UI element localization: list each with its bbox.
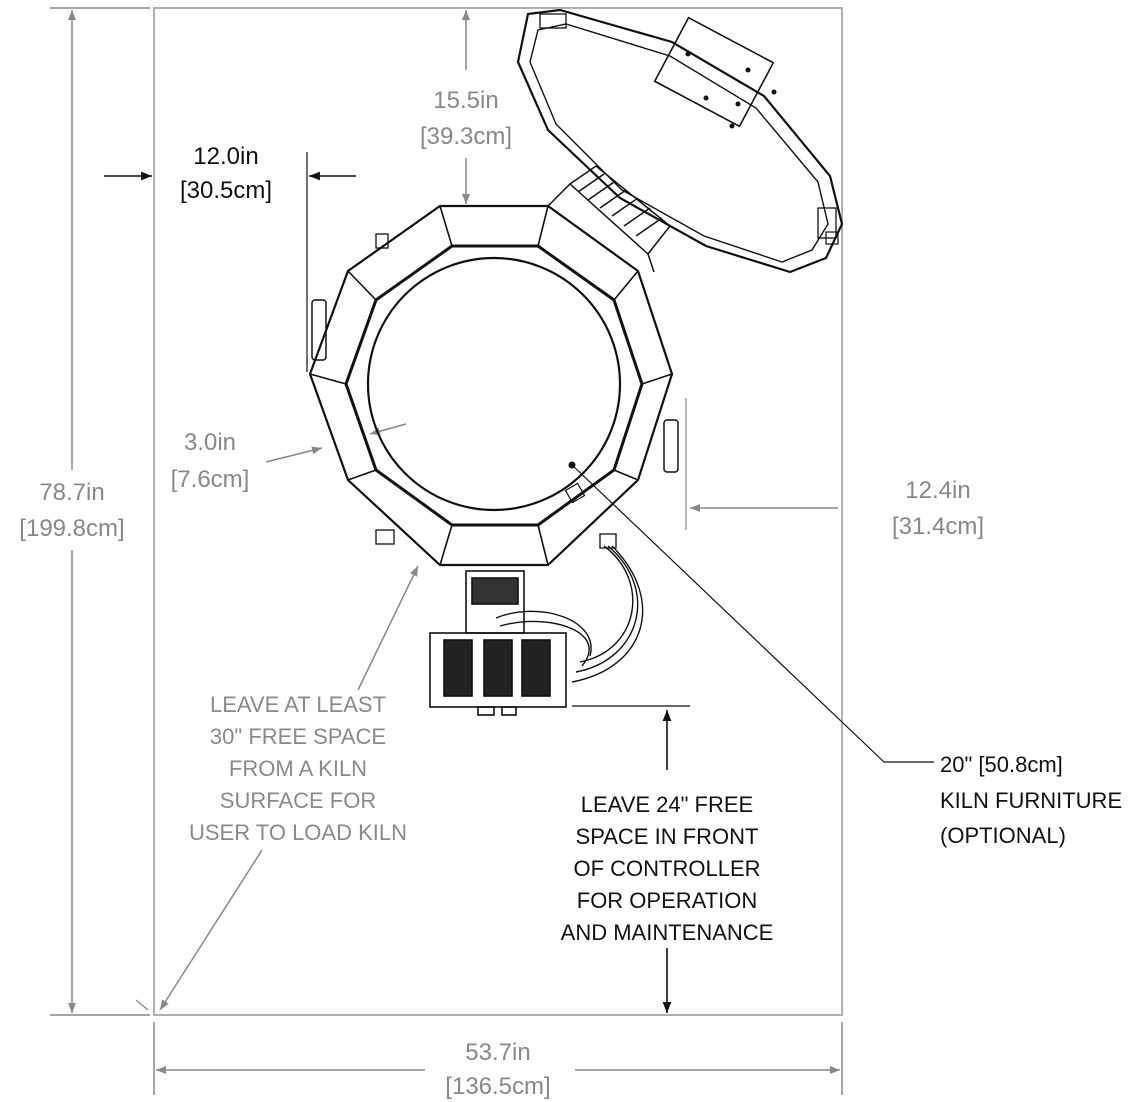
load-space-note: LEAVE AT LEAST 30" FREE SPACE FROM A KIL… <box>189 692 407 845</box>
left-handle <box>311 299 327 361</box>
lid-inner-rim <box>529 23 829 263</box>
controller-space-line-2: SPACE IN FRONT <box>576 824 759 849</box>
kiln-body <box>308 204 679 567</box>
lid-clip-right <box>817 207 837 239</box>
lid-outline <box>516 8 844 274</box>
kiln-chamber <box>366 256 622 512</box>
kiln-outer-shell <box>308 204 674 567</box>
load-space-line-1: LEAVE AT LEAST <box>210 692 386 717</box>
controller-clearance-dimension <box>572 705 690 1013</box>
kiln-furniture-note: 20" [50.8cm] KILN FURNITURE (OPTIONAL) <box>940 752 1122 848</box>
width-metric-label: [136.5cm] <box>445 1073 550 1100</box>
upper-left-clip <box>375 233 389 249</box>
controller-space-note: LEAVE 24" FREE SPACE IN FRONT OF CONTROL… <box>561 792 774 945</box>
kiln-furniture-line-1: 20" [50.8cm] <box>940 752 1063 777</box>
load-space-line-5: USER TO LOAD KILN <box>189 820 407 845</box>
controller-vent-1 <box>443 639 473 697</box>
kiln-inner-wall <box>344 244 644 527</box>
lower-right-clip <box>599 533 617 549</box>
height-metric-label: [199.8cm] <box>19 515 124 542</box>
lid-clip-top <box>539 13 567 29</box>
wall-thickness-imperial-label: 3.0in <box>184 429 236 456</box>
load-space-line-3: FROM A KILN <box>229 756 367 781</box>
controller-space-line-5: AND MAINTENANCE <box>561 920 774 945</box>
peephole-plug <box>564 482 586 504</box>
width-imperial-label: 53.7in <box>465 1039 530 1066</box>
load-space-line-4: SURFACE FOR <box>220 788 376 813</box>
controller-vent-3 <box>521 639 551 697</box>
controller-space-line-4: FOR OPERATION <box>577 888 758 913</box>
width-dimension <box>153 1022 843 1095</box>
kiln-controller <box>429 545 644 716</box>
controller-vent-2 <box>483 639 513 697</box>
controller-vent-top <box>471 577 519 605</box>
kiln-furniture-line-2: KILN FURNITURE <box>940 788 1122 813</box>
right-handle <box>663 419 679 473</box>
right-clearance-metric-label: [31.4cm] <box>892 513 984 540</box>
load-space-line-2: 30" FREE SPACE <box>210 724 386 749</box>
lower-left-clip <box>375 529 395 545</box>
controller-space-line-3: OF CONTROLLER <box>573 856 760 881</box>
wall-thickness-metric-label: [7.6cm] <box>171 466 250 493</box>
left-clearance-dimension <box>104 152 356 372</box>
lid-clip-right-lower <box>825 231 839 245</box>
left-clearance-metric-label: [30.5cm] <box>180 177 272 204</box>
kiln-furniture-line-3: (OPTIONAL) <box>940 823 1066 848</box>
left-clearance-imperial-label: 12.0in <box>193 143 258 170</box>
lid-mounting-plate <box>653 16 775 128</box>
wall-thickness-dimension <box>265 423 407 463</box>
top-clearance-metric-label: [39.3cm] <box>420 123 512 150</box>
controller-space-line-1: LEAVE 24" FREE <box>581 792 753 817</box>
floor-area-outline <box>153 7 843 1016</box>
top-clearance-imperial-label: 15.5in <box>433 87 498 114</box>
load-space-leader <box>135 565 419 1011</box>
height-imperial-label: 78.7in <box>39 479 104 506</box>
height-dimension <box>50 7 150 1016</box>
right-clearance-dimension <box>685 398 838 530</box>
right-clearance-imperial-label: 12.4in <box>905 477 970 504</box>
kiln-furniture-leader <box>571 464 934 763</box>
kiln-lid-open <box>516 8 844 274</box>
controller-box <box>429 632 567 708</box>
